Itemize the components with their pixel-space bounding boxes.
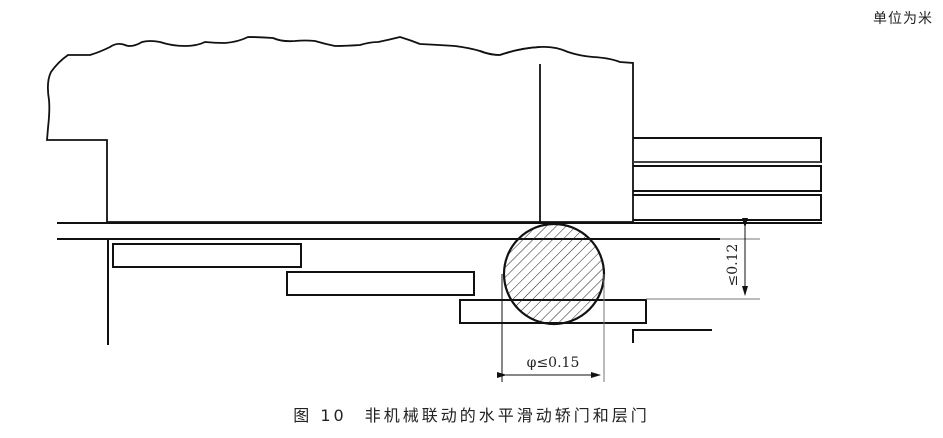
gap-dimension-label: ≤0.12 xyxy=(725,244,741,287)
test-sphere xyxy=(502,222,606,326)
diameter-dimension-label: φ≤0.15 xyxy=(527,355,580,371)
car-body xyxy=(46,36,541,223)
figure-title: 非机械联动的水平滑动轿门和层门 xyxy=(364,406,650,425)
figure-number: 图 10 xyxy=(293,406,347,425)
landing-step xyxy=(632,329,712,343)
figure-caption: 图 10 非机械联动的水平滑动轿门和层门 xyxy=(0,402,943,426)
unit-label: 单位为米 xyxy=(873,11,933,27)
car-door-panels xyxy=(633,137,822,221)
car-body-top-right xyxy=(499,45,634,223)
